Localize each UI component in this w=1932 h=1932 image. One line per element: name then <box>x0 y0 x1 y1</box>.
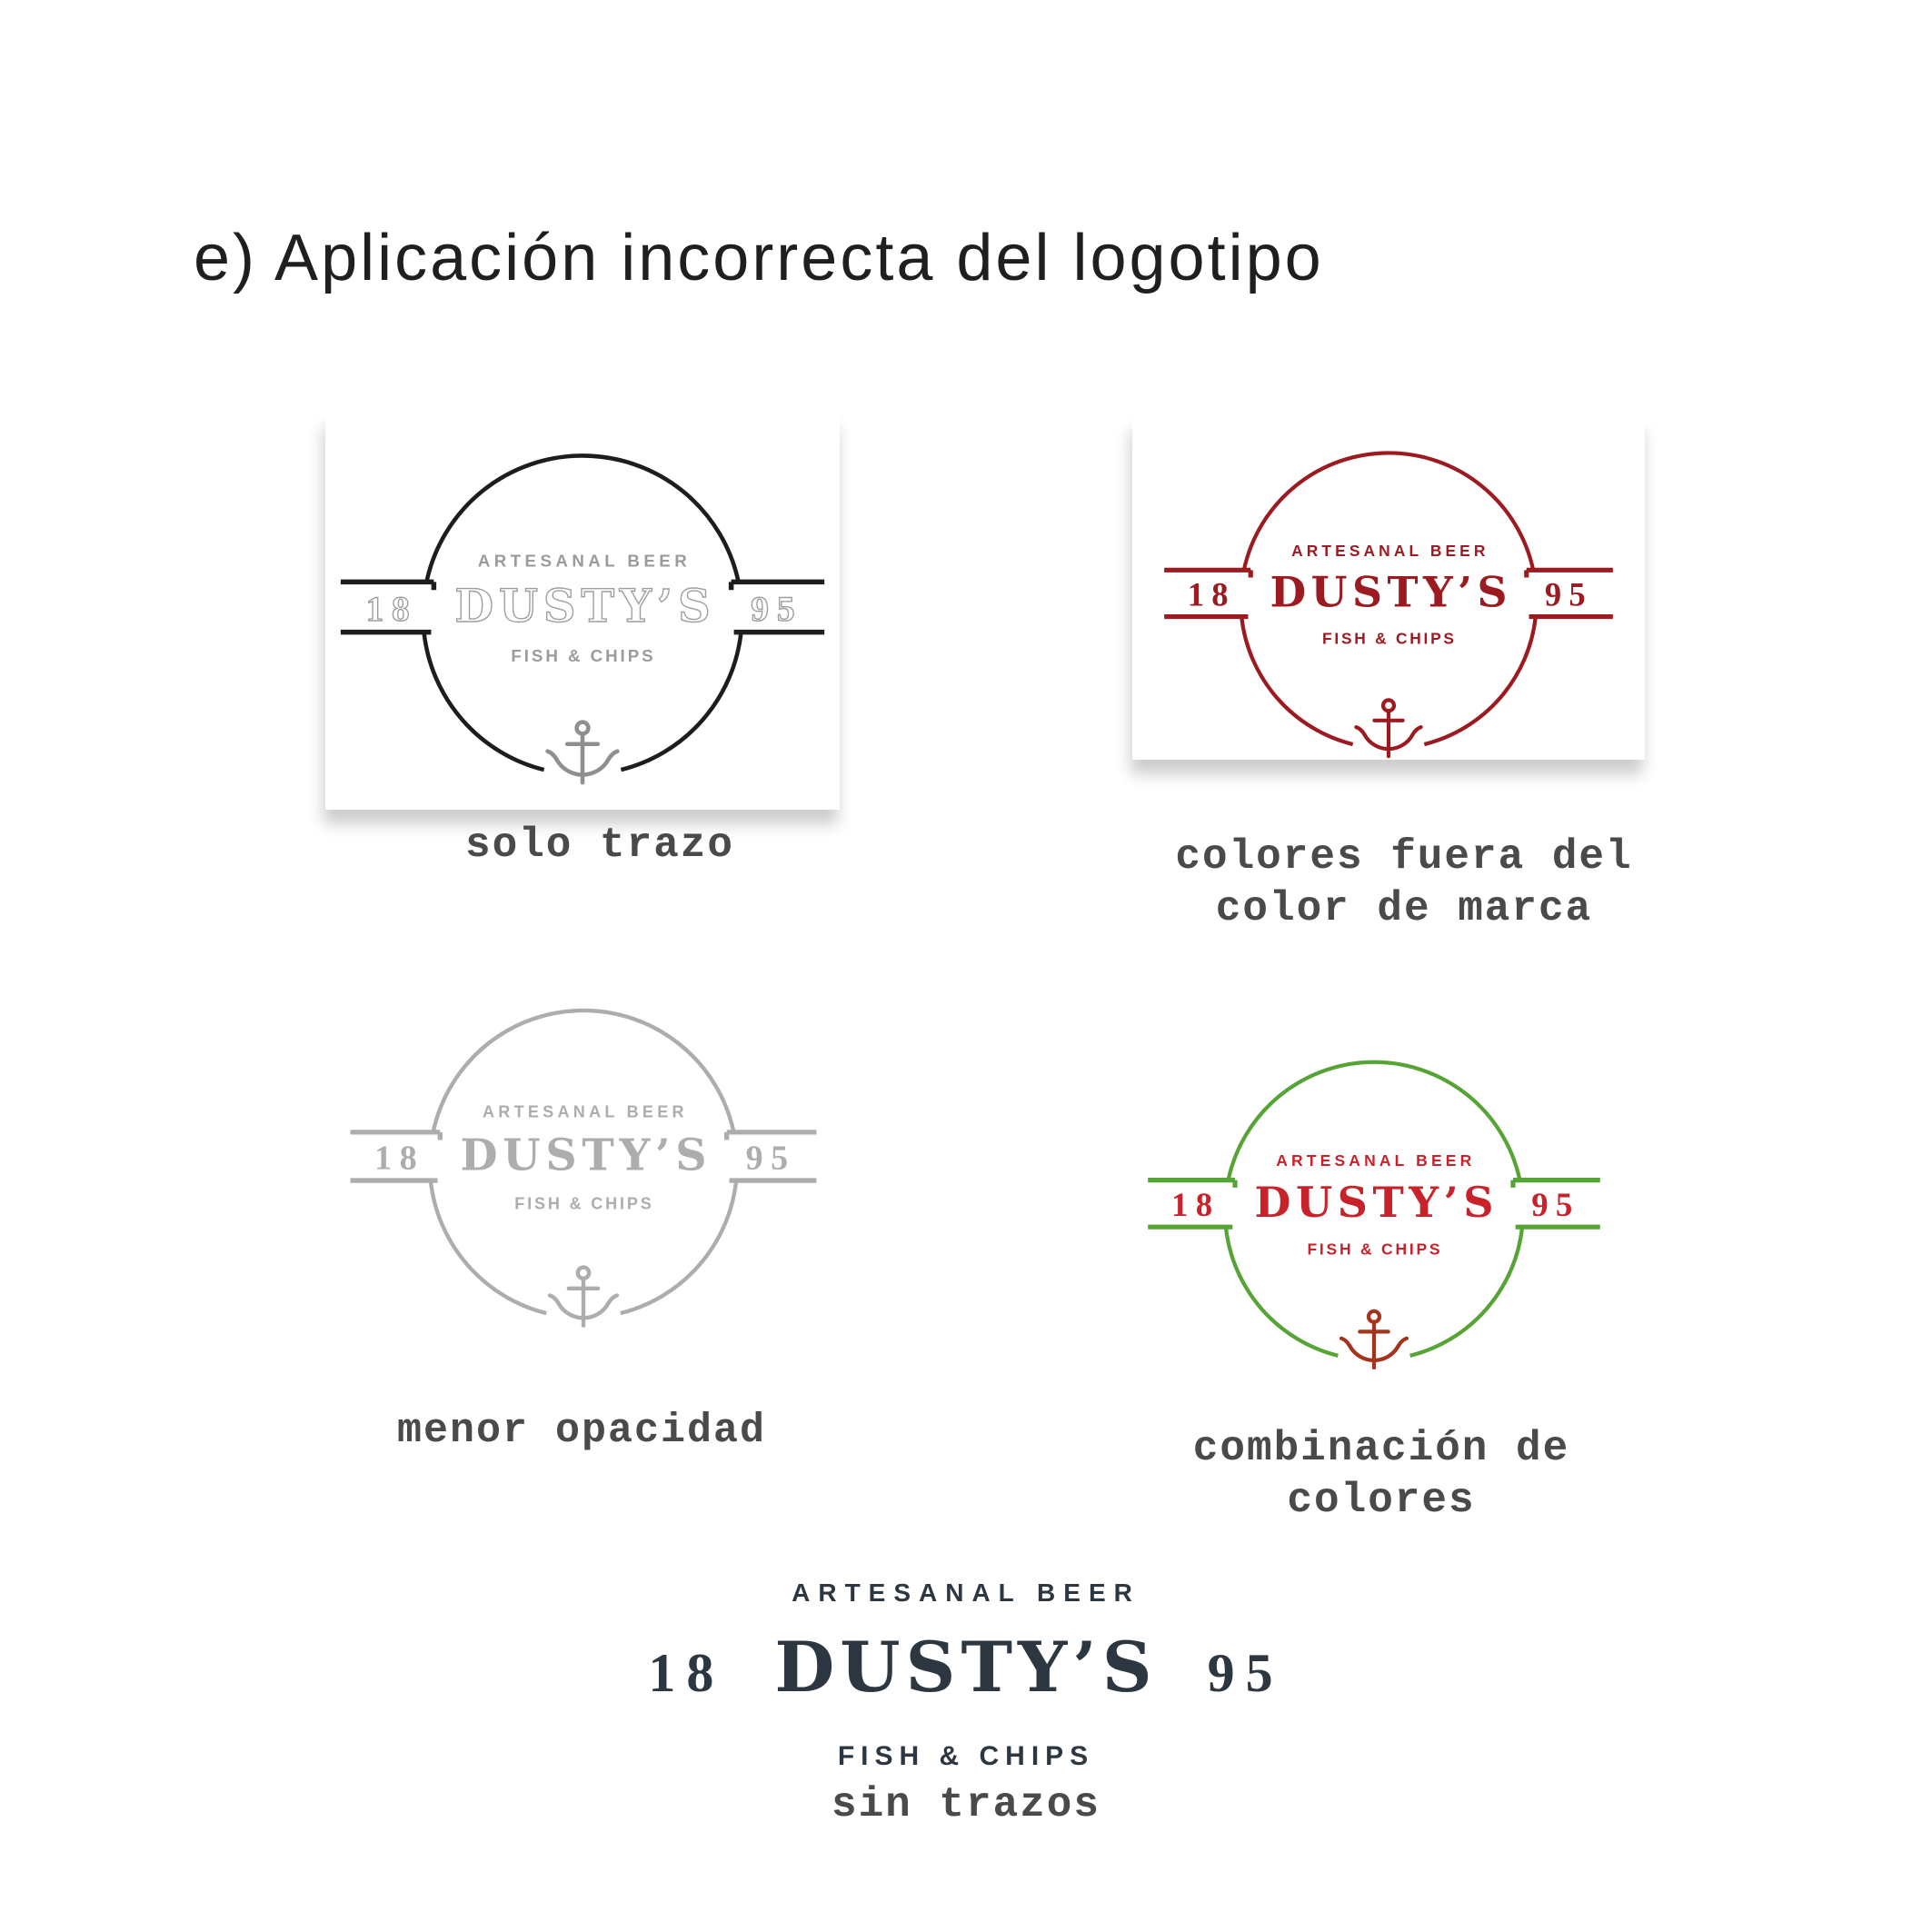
logo-year-left: 18 <box>648 1643 725 1703</box>
logo-year-left: 18 <box>374 1140 424 1178</box>
logo-bottom-label: FISH & CHIPS <box>511 646 655 665</box>
logo-bottom-label: FISH & CHIPS <box>1307 1240 1442 1259</box>
banner-bars <box>340 579 825 635</box>
logo-top-label: ARTESANAL BEER <box>483 1103 688 1121</box>
banner-bars <box>1164 567 1613 620</box>
logo-top-label: ARTESANAL BEER <box>1291 542 1489 560</box>
logo-combinacion-colores: ARTESANAL BEER 18 DUSTY’S 95 FISH & CHIP… <box>1140 1027 1608 1387</box>
logo-top-label: ARTESANAL BEER <box>792 1578 1140 1607</box>
logo-year-right: 95 <box>1531 1186 1579 1223</box>
logo-bottom-label: FISH & CHIPS <box>837 1741 1095 1771</box>
anchor-icon <box>1354 698 1423 759</box>
logo-top-label: ARTESANAL BEER <box>1276 1151 1475 1170</box>
anchor-icon <box>1339 1309 1409 1370</box>
caption-combinacion-line2: colores <box>1287 1477 1476 1524</box>
circle-frame <box>1240 451 1538 747</box>
circle-frame <box>1223 1060 1525 1358</box>
caption-solo-trazo: solo trazo <box>464 822 735 869</box>
logo-year-left: 18 <box>365 589 417 629</box>
badge-logo-menor-opacidad: ARTESANAL BEER 18 DUSTY’S 95 FISH & CHIP… <box>350 1008 817 1328</box>
logo-year-right: 95 <box>1207 1643 1284 1703</box>
caption-colores-fuera-line2: color de marca <box>1215 885 1593 932</box>
logo-brand-name: DUSTY’S <box>774 1627 1158 1708</box>
logo-year-left: 18 <box>1171 1186 1220 1223</box>
logo-name-row: 18 DUSTY’S 95 <box>603 1627 1329 1708</box>
logo-card-colores-fuera <box>1132 416 1645 760</box>
logo-menor-opacidad: ARTESANAL BEER 18 DUSTY’S 95 FISH & CHIP… <box>342 974 825 1346</box>
page-title: e) Aplicación incorrecta del logotipo <box>194 222 1324 294</box>
logo-year-right: 95 <box>751 589 802 629</box>
logo-brand-name: DUSTY’S <box>1270 568 1512 617</box>
caption-colores-fuera: colores fuera del color de marca <box>1118 832 1690 935</box>
badge-logo-colores-fuera-de-marca: ARTESANAL BEER 18 DUSTY’S 95 FISH & CHIP… <box>1164 451 1613 759</box>
logo-year-right: 95 <box>746 1140 796 1178</box>
logo-bottom-label: FISH & CHIPS <box>1322 630 1457 648</box>
caption-sin-trazos: sin trazos <box>831 1781 1101 1828</box>
caption-menor-opacidad: menor opacidad <box>396 1408 767 1454</box>
caption-colores-fuera-line1: colores fuera del <box>1175 833 1633 881</box>
logo-solo-trazo: ARTESANAL BEER 18 DUSTY’S 95 FISH & CHIP… <box>332 418 833 803</box>
caption-combinacion-line1: combinación de <box>1192 1425 1570 1472</box>
anchor-icon <box>545 720 620 785</box>
caption-combinacion-colores: combinación de colores <box>1118 1423 1645 1527</box>
banner-bars <box>350 1130 817 1183</box>
logo-top-label: ARTESANAL BEER <box>478 552 691 571</box>
logo-colores-fuera: ARTESANAL BEER 18 DUSTY’S 95 FISH & CHIP… <box>1156 418 1621 775</box>
badge-logo-solo-trazo: ARTESANAL BEER 18 DUSTY’S 95 FISH & CHIP… <box>340 453 825 785</box>
logo-bottom-label: FISH & CHIPS <box>514 1194 653 1212</box>
logo-brand-name: DUSTY’S <box>1254 1178 1499 1227</box>
badge-logo-combinacion-de-colores: ARTESANAL BEER 18 DUSTY’S 95 FISH & CHIP… <box>1148 1060 1600 1370</box>
logo-year-left: 18 <box>1188 576 1236 613</box>
logo-brand-name: DUSTY’S <box>454 580 715 632</box>
circle-frame <box>428 1008 739 1316</box>
circle-frame <box>422 453 743 772</box>
banner-bars <box>1148 1178 1600 1230</box>
logo-year-right: 95 <box>1545 576 1593 613</box>
anchor-icon <box>547 1265 620 1328</box>
logo-brand-name: DUSTY’S <box>460 1130 712 1181</box>
